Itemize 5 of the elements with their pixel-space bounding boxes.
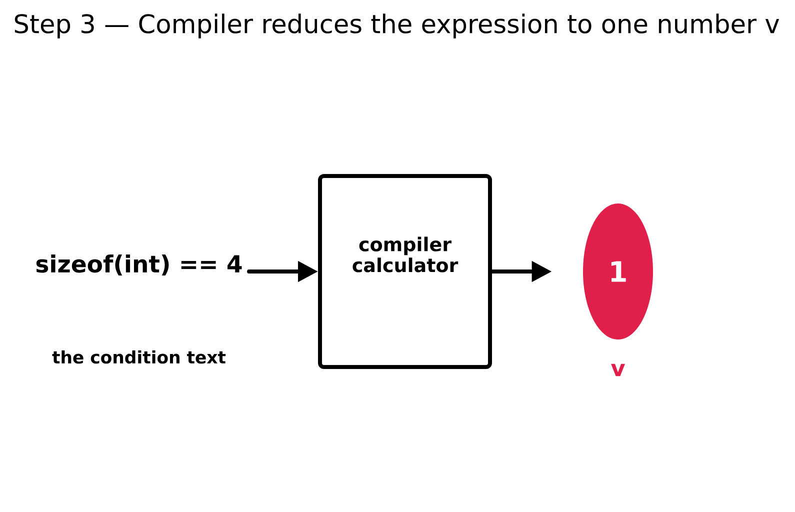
process-box: compiler calculator	[318, 174, 492, 369]
expression-text: sizeof(int) == 4	[36, 254, 242, 276]
caption-text: v	[611, 364, 625, 376]
title: Step 3 — Compiler reduces the expression to one number v	[14, 14, 780, 38]
caption-text: the condition text	[52, 350, 226, 364]
